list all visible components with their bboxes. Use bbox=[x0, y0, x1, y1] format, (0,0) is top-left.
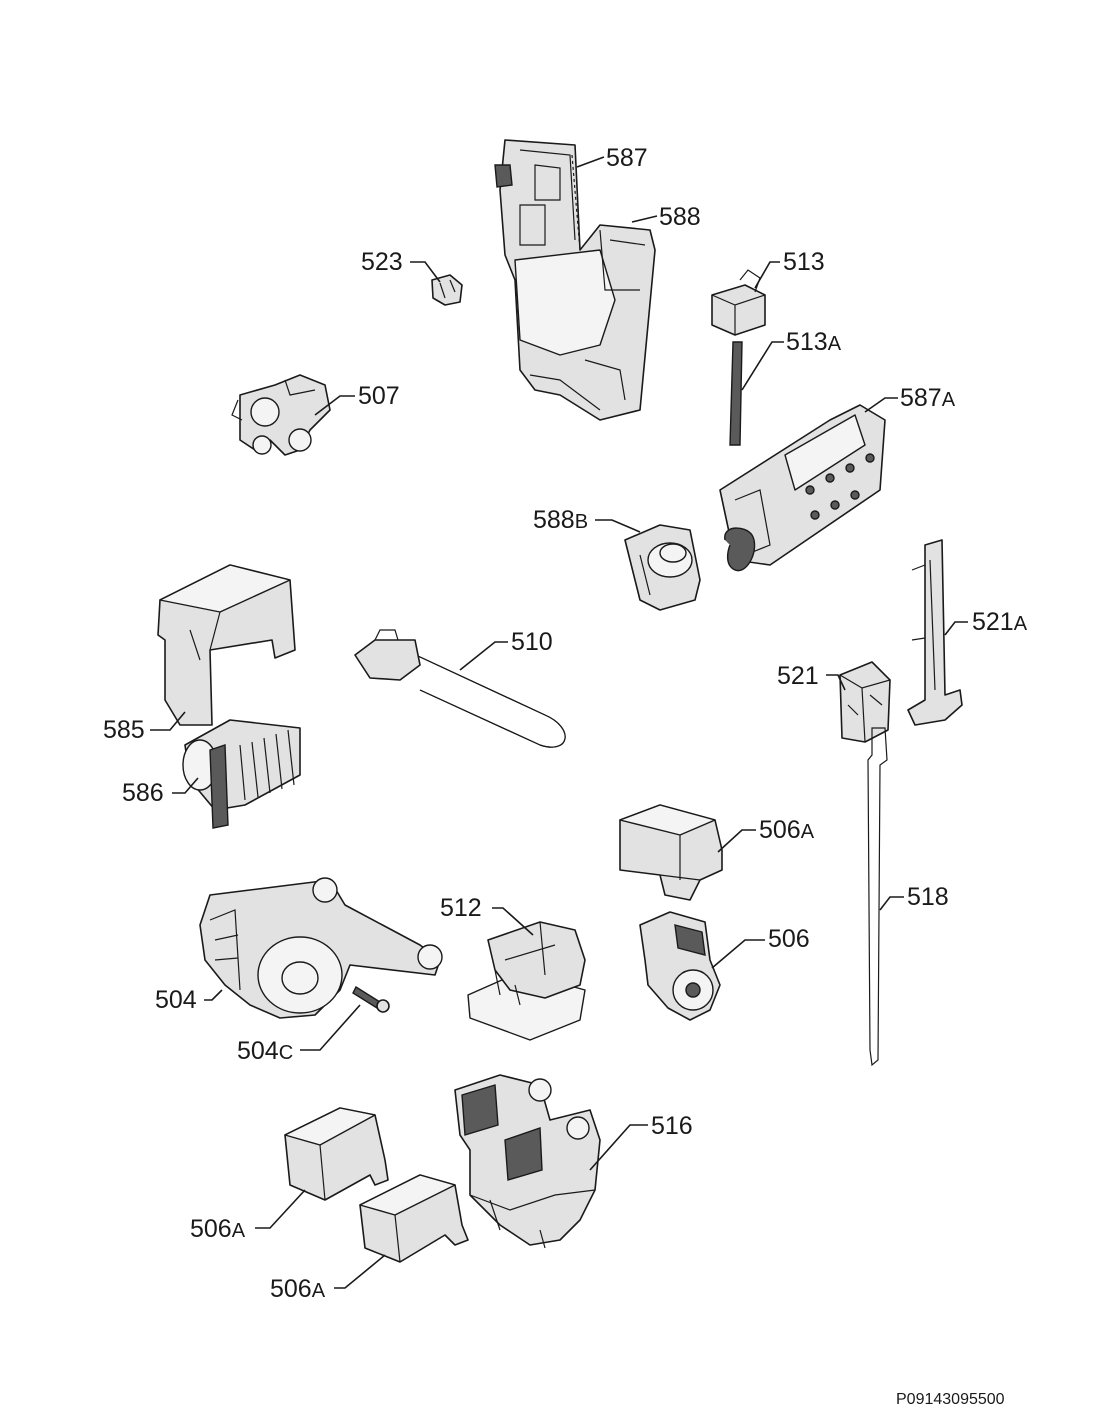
label-506: 506 bbox=[768, 925, 810, 953]
label-513: 513 bbox=[783, 248, 825, 276]
label-507: 507 bbox=[358, 382, 400, 410]
label-588B: 588B bbox=[533, 506, 588, 534]
part-513-connector[interactable] bbox=[711, 269, 766, 336]
part-587A-interface-board[interactable] bbox=[719, 404, 886, 572]
part-504C-screw[interactable] bbox=[352, 985, 390, 1013]
part-507-inlet-valve[interactable] bbox=[231, 374, 331, 456]
part-521-door-lock[interactable] bbox=[839, 661, 891, 743]
part-512-pressure-switch[interactable] bbox=[467, 921, 586, 1041]
label-506A-lower-2: 506A bbox=[270, 1275, 326, 1303]
part-523-clip[interactable] bbox=[431, 274, 463, 306]
diagram-code: P09143095500 bbox=[896, 1391, 1005, 1408]
label-504C: 504C bbox=[237, 1037, 293, 1065]
label-523: 523 bbox=[361, 248, 403, 276]
part-518-cable[interactable] bbox=[867, 727, 888, 1067]
part-506-drain-pump[interactable] bbox=[639, 911, 721, 1021]
label-504: 504 bbox=[155, 986, 197, 1014]
label-516: 516 bbox=[651, 1112, 693, 1140]
label-518: 518 bbox=[907, 883, 949, 911]
part-521A-bracket[interactable] bbox=[907, 539, 963, 726]
part-587-588-control-module[interactable] bbox=[494, 139, 656, 421]
label-521A: 521A bbox=[972, 608, 1028, 636]
label-521: 521 bbox=[777, 662, 819, 690]
part-585-cover[interactable] bbox=[157, 564, 296, 726]
part-506A-cover-top[interactable] bbox=[619, 804, 723, 901]
label-587A: 587A bbox=[900, 384, 956, 412]
label-512: 512 bbox=[440, 894, 482, 922]
part-513A-rod[interactable] bbox=[729, 341, 743, 446]
part-506A-cover-lower-1[interactable] bbox=[284, 1107, 389, 1201]
leader-lines bbox=[150, 156, 968, 1289]
part-510-heating-element[interactable] bbox=[354, 629, 566, 748]
part-516-double-pump[interactable] bbox=[454, 1074, 601, 1249]
label-585: 585 bbox=[103, 716, 145, 744]
label-506A-top: 506A bbox=[759, 816, 815, 844]
part-506A-cover-lower-2[interactable] bbox=[359, 1174, 469, 1263]
label-588: 588 bbox=[659, 203, 701, 231]
label-587: 587 bbox=[606, 144, 648, 172]
part-588B-selector[interactable] bbox=[624, 524, 701, 611]
part-504-motor[interactable] bbox=[199, 877, 443, 1019]
label-506A-lower-1: 506A bbox=[190, 1215, 246, 1243]
label-586: 586 bbox=[122, 779, 164, 807]
label-510: 510 bbox=[511, 628, 553, 656]
part-586-filter[interactable] bbox=[182, 719, 301, 829]
labels: 587 588 523 513 513A 507 587A 588B 521A … bbox=[103, 144, 1028, 1303]
label-513A: 513A bbox=[786, 328, 842, 356]
